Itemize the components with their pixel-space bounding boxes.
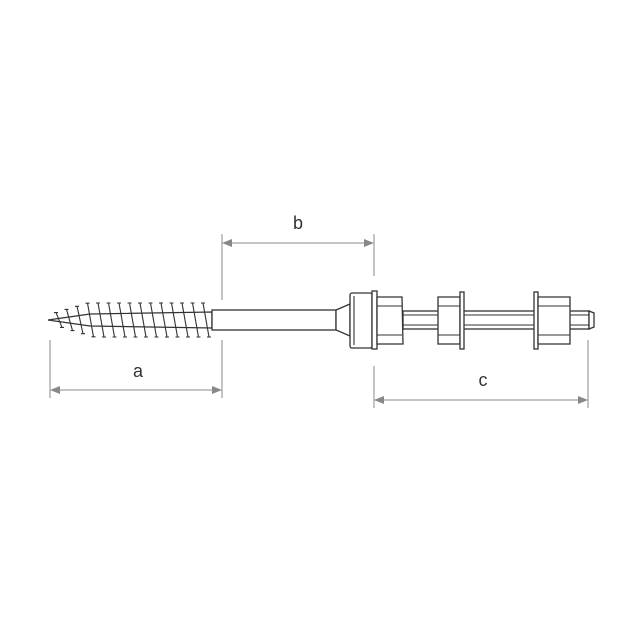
thread-tip [106, 302, 117, 338]
thread-tip [85, 302, 96, 338]
thread-tip [138, 302, 148, 338]
thread-crest [65, 309, 74, 331]
thread-crest [191, 302, 200, 338]
thread-crest [170, 302, 179, 338]
dimension-a-label: a [133, 361, 144, 381]
thread-crest [97, 302, 105, 338]
thread-tip [148, 302, 159, 338]
thread-tip [159, 302, 169, 338]
thread-crest [202, 302, 210, 338]
thread-crest [139, 302, 147, 338]
hex-nut-end [533, 291, 571, 350]
thread-crest [76, 306, 84, 334]
dimension-b: b [222, 213, 374, 247]
thread-tip [64, 308, 75, 332]
dimension-a: a [50, 361, 222, 394]
thread-tip [75, 305, 85, 335]
thread-tip [127, 302, 138, 338]
extension-lines [49, 234, 589, 408]
thread-tip [96, 302, 106, 338]
hex-nut-main [371, 290, 404, 350]
thread-crest [149, 302, 158, 338]
thread-tip [190, 302, 201, 338]
thread-tip [201, 302, 211, 338]
rod-end [588, 310, 595, 330]
thread-crest [86, 303, 95, 337]
wood-thread [47, 302, 213, 338]
thread-crest [118, 302, 126, 338]
thread-crest [128, 302, 137, 338]
thread-crest [181, 302, 189, 338]
thread-tip [180, 302, 190, 338]
dimension-c: c [374, 370, 588, 404]
thread-crest [55, 312, 63, 328]
hanger-bolt [47, 290, 595, 350]
seal-cone [335, 303, 351, 337]
thread-tip [117, 302, 127, 338]
dimension-c-label: c [479, 370, 488, 390]
hex-nut-middle [437, 291, 465, 350]
sealing-washer [349, 292, 373, 349]
dimension-b-label: b [293, 213, 303, 233]
thread-tip [169, 302, 180, 338]
thread-crest [160, 302, 168, 338]
thread-core [47, 311, 213, 329]
thread-crest [107, 302, 116, 338]
thread-tip [54, 312, 64, 328]
shank [211, 309, 337, 331]
